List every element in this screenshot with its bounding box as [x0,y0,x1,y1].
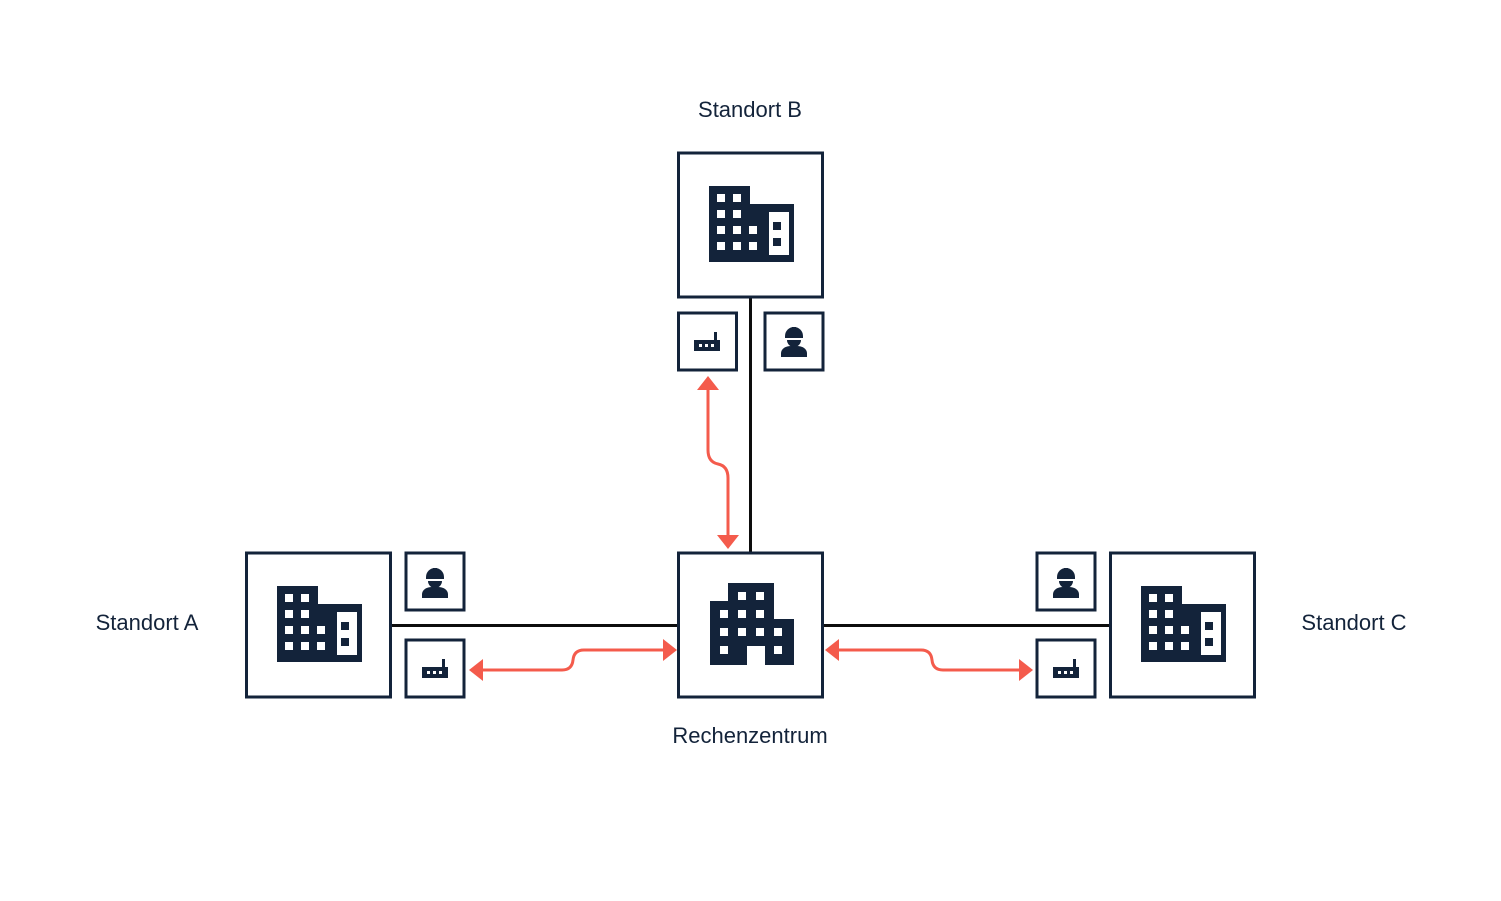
arrowhead-up [697,376,719,390]
site-a-label: Standort A [96,610,199,635]
arrow-site-a-datacenter [469,639,677,681]
site-b-label: Standort B [698,97,802,122]
site-a-worker-box[interactable] [404,551,466,612]
arrowhead-down [717,535,739,549]
site-b[interactable]: Standort B [677,97,825,372]
site-c[interactable]: Standort C [1035,551,1407,699]
site-a[interactable]: Standort A [96,551,466,699]
arrowhead-right [1019,659,1033,681]
site-b-box[interactable] [677,151,824,299]
site-c-label: Standort C [1301,610,1406,635]
arrow-site-b-datacenter [697,376,739,549]
arrowhead-left [825,639,839,661]
arrowhead-right [663,639,677,661]
datacenter-label: Rechenzentrum [672,723,827,748]
arrowhead-left [469,659,483,681]
datacenter[interactable]: Rechenzentrum [672,551,828,748]
arrow-datacenter-site-c [825,639,1033,681]
